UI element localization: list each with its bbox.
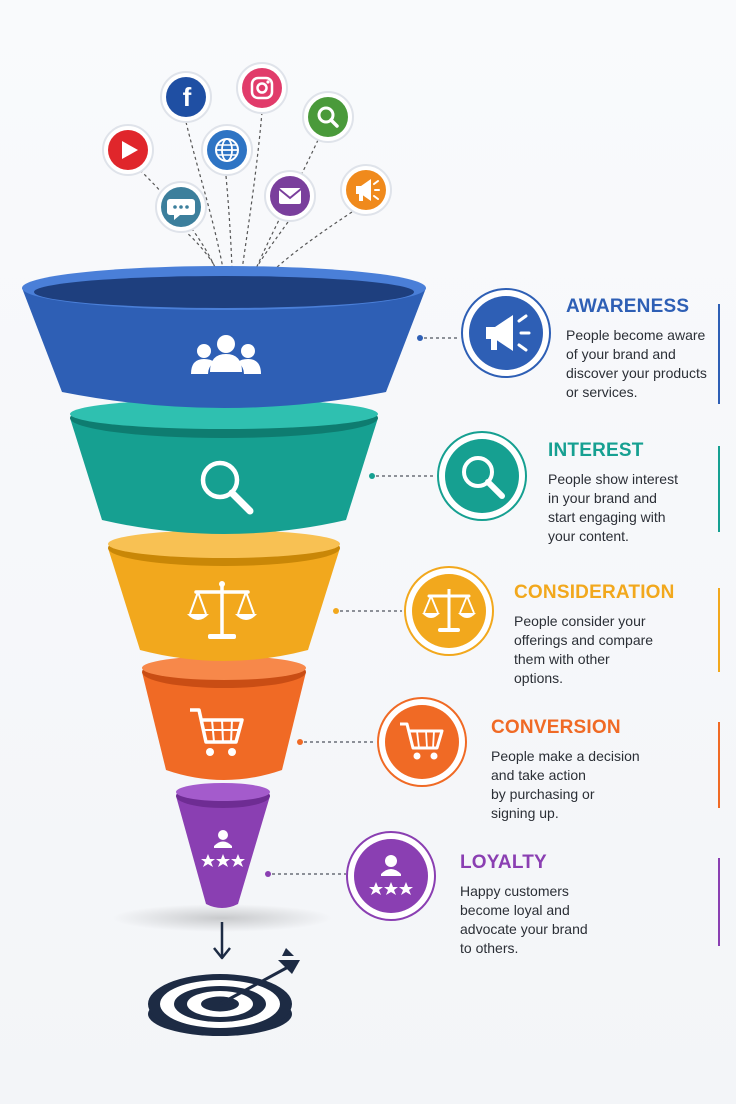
stage-connectors xyxy=(265,335,460,877)
stage-title-loyalty: LOYALTY xyxy=(460,852,547,873)
users-icon xyxy=(191,335,261,374)
divider-conversion xyxy=(718,722,720,808)
stage-description-loyalty: Happy customers become loyal and advocat… xyxy=(460,883,588,956)
loyalty-badge xyxy=(346,831,436,921)
search-icon xyxy=(462,456,505,499)
divider-loyalty xyxy=(718,858,720,946)
divider-consideration xyxy=(718,588,720,672)
svg-text:f: f xyxy=(183,82,192,112)
divider-interest xyxy=(718,446,720,532)
megaphone-icon xyxy=(340,164,392,216)
scale-icon xyxy=(187,581,257,639)
chat-icon xyxy=(155,181,207,233)
stage-awareness: AWARENESS People become aware of your br… xyxy=(566,296,726,402)
youtube-icon xyxy=(102,124,154,176)
awareness-badge xyxy=(461,288,551,378)
conversion-badge xyxy=(377,697,467,787)
stage-description-interest: People show interest in your brand and s… xyxy=(548,471,678,544)
divider-awareness xyxy=(718,304,720,404)
stage-description-consideration: People consider your offerings and compa… xyxy=(514,613,654,686)
megaphone-icon xyxy=(486,314,531,352)
globe-icon xyxy=(201,124,253,176)
interest-badge xyxy=(437,431,527,521)
stage-conversion: CONVERSION People make a decision and ta… xyxy=(491,717,711,823)
scale-icon xyxy=(422,589,476,632)
funnel-layer-conversion xyxy=(142,656,306,780)
stage-title-awareness: AWARENESS xyxy=(566,296,690,317)
funnel-layer-awareness xyxy=(22,266,426,408)
stage-interest: INTEREST People show interest in your br… xyxy=(548,440,714,546)
email-icon xyxy=(264,170,316,222)
facebook-icon: f xyxy=(160,71,212,123)
funnel-layer-loyalty xyxy=(176,783,270,908)
search-icon xyxy=(200,460,254,515)
stage-description-conversion: People make a decision and take action b… xyxy=(491,748,640,821)
funnel-layer-consideration xyxy=(108,530,340,661)
loyal-customer-icon xyxy=(369,855,413,895)
funnel-layer-interest xyxy=(70,398,378,534)
loyal-customer-icon xyxy=(201,830,245,867)
stage-loyalty: LOYALTY Happy customers become loyal and… xyxy=(460,852,700,958)
stage-consideration: CONSIDERATION People consider your offer… xyxy=(514,582,712,688)
stage-title-conversion: CONVERSION xyxy=(491,717,621,738)
search-icon xyxy=(302,91,354,143)
stage-description-awareness: People become aware of your brand and di… xyxy=(566,327,707,400)
consideration-badge xyxy=(404,566,494,656)
cart-icon xyxy=(190,708,244,756)
stage-title-interest: INTEREST xyxy=(548,440,644,461)
down-arrow-icon xyxy=(213,922,231,960)
cart-icon xyxy=(400,722,444,760)
instagram-icon xyxy=(236,62,288,114)
stage-title-consideration: CONSIDERATION xyxy=(514,582,675,603)
target-icon xyxy=(148,948,300,1036)
